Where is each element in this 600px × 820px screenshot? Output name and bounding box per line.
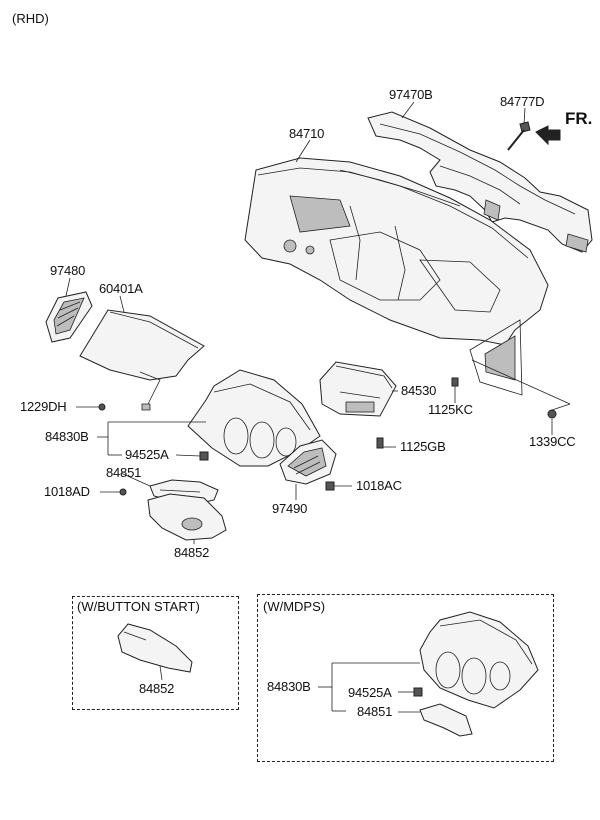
airbag-module (319, 361, 397, 417)
clip-1339cc (547, 409, 557, 419)
cluster-fascia (187, 369, 321, 467)
button-start-lower-panel (117, 623, 193, 681)
label-97480: 97480 (50, 263, 86, 278)
bolt-84777d (507, 121, 531, 151)
glove-box (79, 309, 205, 411)
label-1018ac: 1018AC (356, 478, 402, 493)
label-97470b: 97470B (389, 87, 433, 102)
screw-1125kc (451, 377, 459, 387)
label-mdps-94525a: 94525A (348, 685, 392, 700)
button-start-group-box (72, 596, 239, 710)
label-1125gb: 1125GB (400, 439, 446, 454)
crash-pad (244, 157, 549, 396)
button-start-group-title: (W/BUTTON START) (77, 599, 200, 614)
front-marker: FR. (565, 109, 593, 128)
screw-1018ad (119, 488, 127, 496)
leader-lines (65, 101, 571, 544)
label-1229dh: 1229DH (20, 399, 67, 414)
label-84777d: 84777D (500, 94, 545, 109)
label-button-start-84852: 84852 (139, 681, 175, 696)
variant-note: (RHD) (12, 11, 49, 26)
screw-1125gb (376, 437, 384, 449)
label-1339cc: 1339CC (529, 434, 576, 449)
clip-94525a (199, 451, 209, 461)
label-1125kc: 1125KC (428, 402, 473, 417)
side-vent (45, 291, 93, 343)
label-60401a: 60401A (99, 281, 143, 296)
label-97490: 97490 (272, 501, 308, 516)
mdps-group-title: (W/MDPS) (263, 599, 326, 614)
label-84852: 84852 (174, 545, 210, 560)
label-84830b: 84830B (45, 429, 89, 444)
label-1018ad: 1018AD (44, 484, 90, 499)
screw-1018ac (325, 481, 335, 491)
mdps-lower-cover (419, 703, 473, 737)
label-mdps-84851: 84851 (357, 704, 393, 719)
label-84710: 84710 (289, 126, 325, 141)
label-84530: 84530 (401, 383, 437, 398)
mdps-group-box (257, 594, 554, 762)
mdps-cluster-fascia (419, 611, 539, 709)
screw-1229dh (98, 403, 106, 411)
label-84851: 84851 (106, 465, 142, 480)
center-vent (279, 439, 337, 485)
defroster-duct (367, 111, 593, 253)
mdps-leader-lines (318, 662, 420, 713)
label-94525a: 94525A (125, 447, 169, 462)
front-arrow-icon (535, 125, 561, 146)
label-mdps-84830b: 84830B (267, 679, 311, 694)
lower-panel (147, 493, 227, 541)
